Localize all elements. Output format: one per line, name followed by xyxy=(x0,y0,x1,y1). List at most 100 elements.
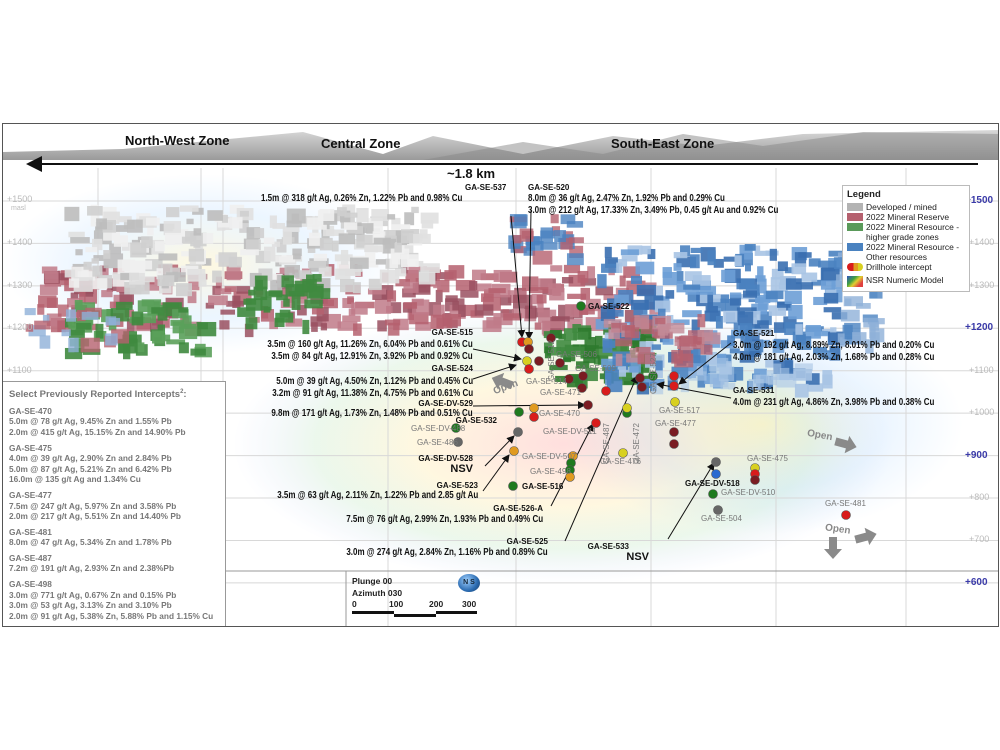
drillhole-intercept-marker[interactable] xyxy=(637,382,647,392)
drillhole-intercept-marker[interactable] xyxy=(577,383,587,393)
drillhole-intercept-marker[interactable] xyxy=(713,505,723,515)
nsv-label: NSV xyxy=(450,463,473,475)
drillhole-label: GA-SE-498 xyxy=(530,467,571,476)
drillhole-intercept-marker[interactable] xyxy=(669,371,679,381)
drillhole-intercept-marker[interactable] xyxy=(711,469,721,479)
previous-hole-id: GA-SE-498 xyxy=(9,579,52,590)
drillhole-intercept-marker[interactable] xyxy=(669,381,679,391)
azimuth-label: Azimuth 030 xyxy=(352,588,403,598)
drillhole-intercept-marker[interactable] xyxy=(670,397,680,407)
drillhole-intercept-marker[interactable] xyxy=(555,358,565,368)
drillhole-intercept-marker[interactable] xyxy=(565,472,575,482)
drillhole-label: GA-SE-486 xyxy=(417,438,458,447)
drillhole-intercept-marker[interactable] xyxy=(508,481,518,491)
elevation-left-label: +1300 xyxy=(7,279,33,290)
drillhole-intercept-marker[interactable] xyxy=(601,386,611,396)
drillhole-label: GA-SE-521 xyxy=(733,329,775,338)
previous-hole-id: GA-SE-481 xyxy=(9,526,52,537)
drillhole-intercept-marker[interactable] xyxy=(635,373,645,383)
previous-intercept-result: 4.0m @ 39 g/t Ag, 2.90% Zn and 2.84% Pb xyxy=(9,453,172,464)
intercept-result: 7.5m @ 76 g/t Ag, 2.99% Zn, 1.93% Pb and… xyxy=(346,514,543,525)
drillhole-intercept-marker[interactable] xyxy=(622,403,632,413)
nsr-model-swatch-icon xyxy=(847,276,863,287)
drillhole-intercept-marker[interactable] xyxy=(529,403,539,413)
drillhole-intercept-marker[interactable] xyxy=(524,364,534,374)
intercept-result: 4.0m @ 231 g/t Ag, 4.86% Zn, 3.98% Pb an… xyxy=(733,397,935,408)
terrain-profile xyxy=(3,124,998,168)
drillhole-intercepts xyxy=(451,301,851,520)
drillhole-intercept-marker[interactable] xyxy=(451,423,461,433)
drillhole-intercept-marker[interactable] xyxy=(841,510,851,520)
previous-intercept-result: 7.2m @ 191 g/t Ag, 2.93% Zn and 2.38%Pb xyxy=(9,563,175,574)
previous-intercept-result: 5.0m @ 87 g/t Ag, 5.21% Zn and 6.42% Pb xyxy=(9,463,172,474)
drillhole-intercept-marker[interactable] xyxy=(711,457,721,467)
drillhole-label: GA-SE-471 xyxy=(540,388,581,397)
zone-label-south-east: South-East Zone xyxy=(611,136,715,151)
elevation-label: +1400 xyxy=(969,237,995,248)
elevation-unit: masl xyxy=(11,205,26,212)
intercept-result: 1.5m @ 318 g/t Ag, 0.26% Zn, 1.22% Pb an… xyxy=(261,193,463,204)
previous-intercept-result: 5.0m @ 78 g/t Ag, 9.45% Zn and 1.55% Pb xyxy=(9,416,172,427)
long-section-diagram: North-West Zone Central Zone South-East … xyxy=(2,123,999,627)
drillhole-intercept-marker[interactable] xyxy=(750,475,760,485)
legend-label: 2022 Mineral Resource - Other resources xyxy=(866,242,960,262)
drillhole-intercept-marker[interactable] xyxy=(513,427,523,437)
drillhole-label: GA-SE-DV-510 xyxy=(721,488,776,497)
drillhole-intercept-marker[interactable] xyxy=(669,439,679,449)
intercept-result: 9.8m @ 171 g/t Ag, 1.73% Zn, 1.48% Pb an… xyxy=(271,408,473,419)
drillhole-intercept-marker[interactable] xyxy=(509,446,519,456)
intercept-result: 4.0m @ 181 g/t Ag, 2.03% Zn, 1.68% Pb an… xyxy=(733,352,935,363)
drillhole-intercept-marker[interactable] xyxy=(546,333,556,343)
drillhole-label: GA-SE-481 xyxy=(825,499,866,508)
drillhole-intercept-marker[interactable] xyxy=(669,427,679,437)
drillhole-label: GA-SE-476 xyxy=(600,457,641,466)
drillhole-intercept-marker[interactable] xyxy=(578,371,588,381)
drillhole-label: GA-SE-522 xyxy=(588,302,630,311)
drillhole-intercept-marker[interactable] xyxy=(522,356,532,366)
drillhole-intercept-marker[interactable] xyxy=(591,418,601,428)
drillhole-label: GA-SE-524 xyxy=(431,364,473,373)
distance-label: ~1.8 km xyxy=(447,166,496,181)
drillhole-intercept-marker[interactable] xyxy=(524,344,534,354)
legend-item-resource-other: 2022 Mineral Resource - Other resources xyxy=(847,242,965,262)
intercept-result: 5.0m @ 39 g/t Ag, 4.50% Zn, 1.12% Pb and… xyxy=(276,376,473,387)
drillhole-intercept-marker[interactable] xyxy=(576,301,586,311)
drillhole-label: GA-SE-DV-518 xyxy=(685,479,740,488)
drillhole-intercept-marker[interactable] xyxy=(648,371,658,381)
drillhole-intercept-marker[interactable] xyxy=(514,407,524,417)
drillhole-intercept-marker[interactable] xyxy=(534,356,544,366)
drillhole-label: GA-SE-DV-529 xyxy=(418,399,473,408)
previous-intercept-result: 2.0m @ 415 g/t Ag, 15.15% Zn and 14.90% … xyxy=(9,426,186,437)
elevation-label: +1200 xyxy=(965,322,994,334)
drillhole-label: GA-SE-525 xyxy=(506,537,548,546)
drillhole-label: GA-SE-DV-511 xyxy=(543,427,597,436)
drillhole-intercept-marker[interactable] xyxy=(708,489,718,499)
legend-title: Legend xyxy=(847,189,881,200)
previous-intercept-result: 8.0m @ 47 g/t Ag, 5.34% Zn and 1.78% Pb xyxy=(9,537,172,548)
previous-hole-id: GA-SE-487 xyxy=(9,552,52,563)
drillhole-label: GA-SE-517 xyxy=(659,406,700,415)
drillhole-label: GA-SE-DV-528 xyxy=(418,454,473,463)
drillhole-intercept-marker[interactable] xyxy=(618,448,628,458)
drillhole-intercept-marker[interactable] xyxy=(564,374,574,384)
drillhole-intercept-marker[interactable] xyxy=(583,400,593,410)
drillhole-label: GA-SE-516 xyxy=(522,482,564,491)
previous-hole-id: GA-SE-475 xyxy=(9,442,52,453)
drillhole-intercept-marker[interactable] xyxy=(453,437,463,447)
elevation-label: +700 xyxy=(969,534,990,545)
drillhole-label: GA-SE-509 xyxy=(575,364,616,373)
drillhole-intercept-marker[interactable] xyxy=(529,412,539,422)
legend-item-reserve: 2022 Mineral Reserve xyxy=(847,212,965,222)
view-orientation: Plunge 00 Azimuth 030 N S 0 100 200 300 xyxy=(346,571,486,626)
drillhole-label: GA-SE-526-A xyxy=(493,504,543,513)
previous-hole-id: GA-SE-477 xyxy=(9,489,52,500)
legend-label: NSR Numeric Model xyxy=(866,275,944,285)
legend-item-resource-high: 2022 Mineral Resource - higher grade zon… xyxy=(847,222,965,242)
drillhole-label: GA-SE-506 xyxy=(556,350,597,359)
legend-item-drillhole: Drillhole intercept xyxy=(847,262,965,272)
elevation-label: +900 xyxy=(965,449,988,461)
